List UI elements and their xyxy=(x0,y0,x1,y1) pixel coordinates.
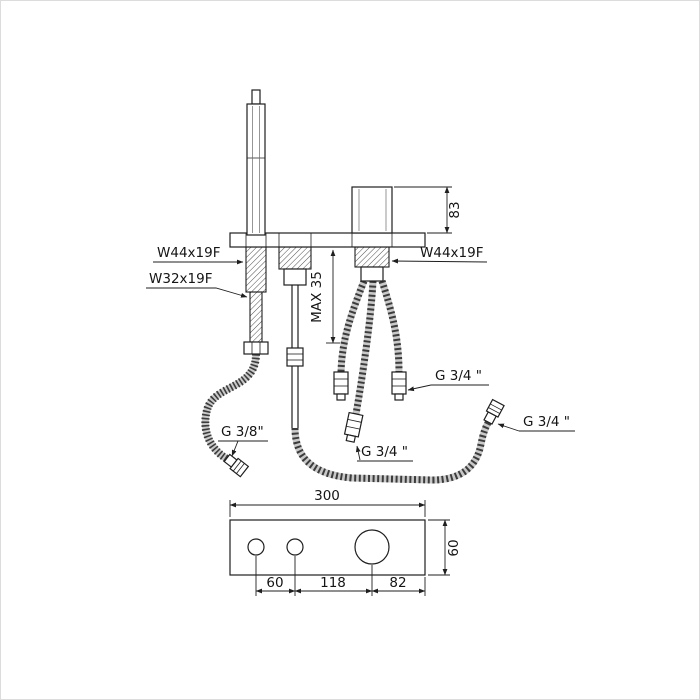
label-spacing-118: 118 xyxy=(320,575,346,591)
supply-nut-middle xyxy=(342,411,364,444)
label-g38-group: G 3/8" xyxy=(218,424,268,457)
spout-under-deck xyxy=(354,246,390,282)
dimension-83: 83 xyxy=(394,186,463,234)
label-300: 300 xyxy=(314,488,340,504)
dimension-300: 300 xyxy=(229,488,426,517)
label-max-35: MAX 35 xyxy=(309,271,325,323)
deck-plate xyxy=(229,232,426,248)
label-w32-group: W32x19F xyxy=(146,271,248,298)
label-g34-center-group: G 3/4 " xyxy=(355,444,413,462)
dimension-max-35: MAX 35 xyxy=(309,249,340,344)
plan-view: 300 60 60 118 82 xyxy=(229,488,462,596)
label-g38: G 3/8" xyxy=(221,424,264,440)
label-60-depth: 60 xyxy=(446,539,462,556)
label-w32: W32x19F xyxy=(149,271,212,287)
dimension-60-depth: 60 xyxy=(428,519,462,576)
spout-handle xyxy=(351,186,393,234)
plan-hole-control xyxy=(286,538,304,556)
supply-hose-right xyxy=(377,279,404,373)
label-g34-upper: G 3/4 " xyxy=(435,368,482,384)
label-w44-right: W44x19F xyxy=(420,245,483,261)
outlet-hose-long xyxy=(290,418,494,486)
label-g34-center: G 3/4 " xyxy=(361,444,408,460)
label-g34-upper-group: G 3/4 " xyxy=(407,368,489,392)
plan-hole-spout xyxy=(354,529,390,565)
label-height-83: 83 xyxy=(447,201,463,218)
label-g34-right: G 3/4 " xyxy=(523,414,570,430)
label-w44-left: W44x19F xyxy=(157,245,220,261)
dimension-hole-spacing: 60 118 82 xyxy=(255,556,426,596)
mixer-body-under-deck xyxy=(278,246,312,428)
shower-thread-column xyxy=(243,246,269,355)
label-w44-right-group: W44x19F xyxy=(391,245,488,264)
hand-shower xyxy=(246,89,266,236)
label-g34-right-group: G 3/4 " xyxy=(497,414,575,432)
supply-nut-left xyxy=(333,371,349,401)
label-spacing-82: 82 xyxy=(389,575,406,591)
label-w44-left-group: W44x19F xyxy=(153,245,244,265)
outlet-hose-fitting-g34 xyxy=(481,398,505,426)
plan-hole-handshower xyxy=(247,538,265,556)
label-spacing-60: 60 xyxy=(266,575,283,591)
supply-hose-left xyxy=(336,279,369,373)
supply-hose-middle xyxy=(351,280,378,415)
supply-nut-right xyxy=(391,371,407,401)
shower-hose-coiled xyxy=(200,353,261,464)
